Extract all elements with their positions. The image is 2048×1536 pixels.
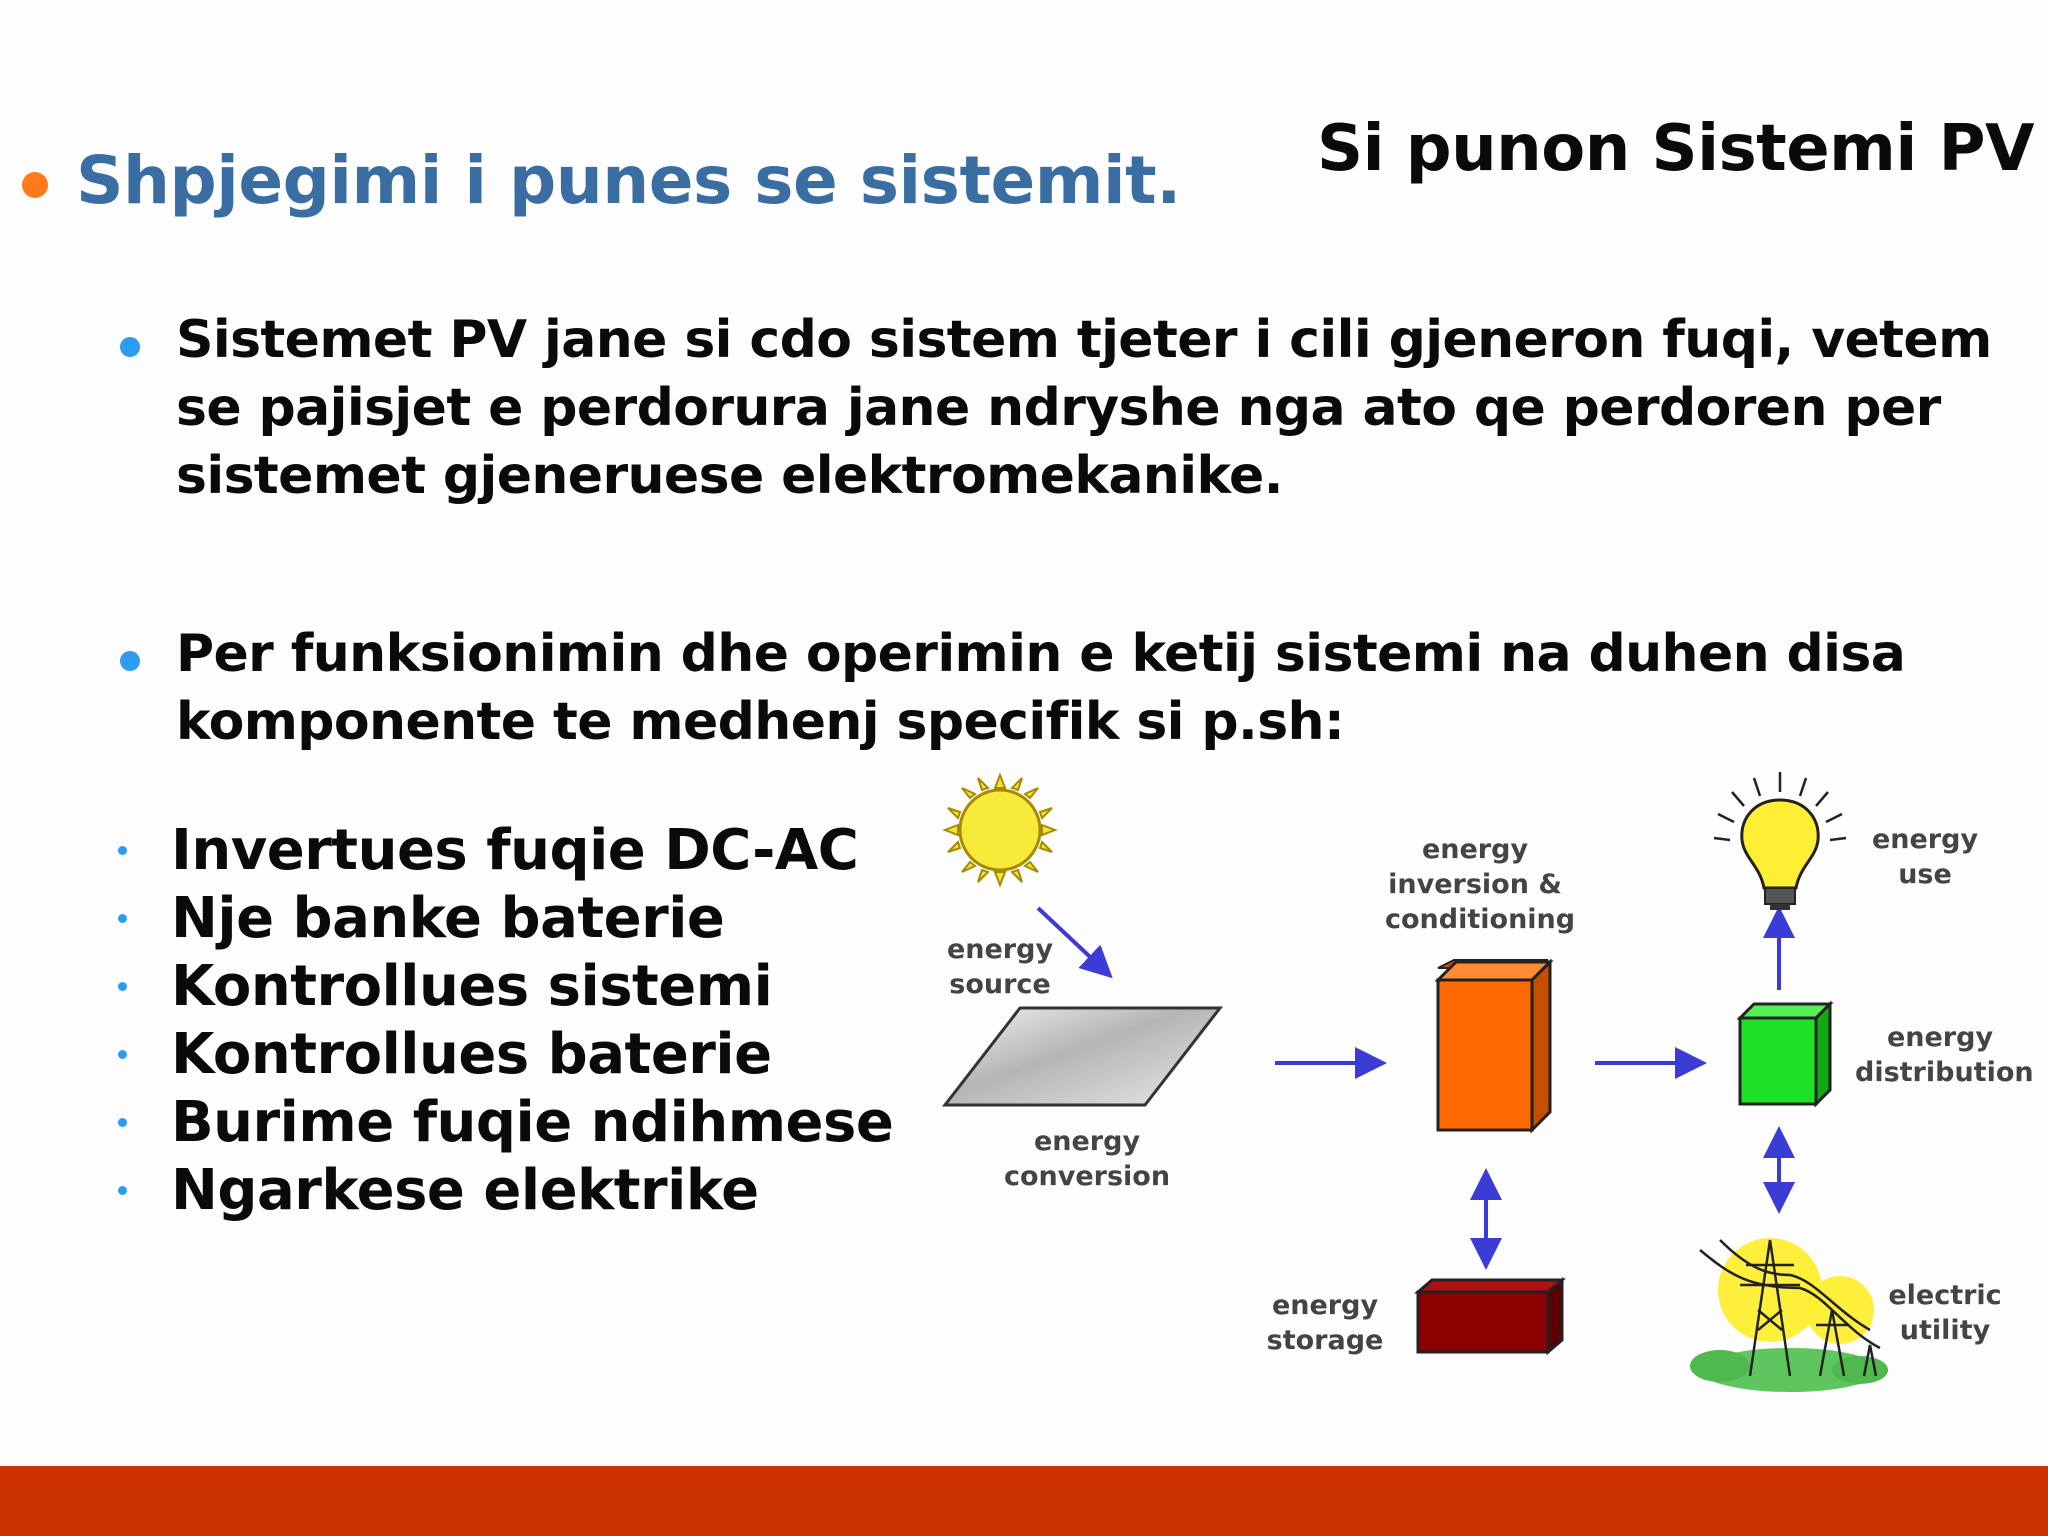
bullet-icon	[118, 913, 127, 923]
label-energy-conversion: energy conversion	[1003, 1126, 1171, 1192]
main-heading: Shpjegimi i punes se sistemit.	[22, 142, 1181, 219]
bullet-icon	[118, 1049, 127, 1059]
components-list: Invertues fuqie DC-AC Nje banke baterie …	[118, 816, 894, 1224]
label-energy-storage: energy storage	[1266, 1290, 1384, 1356]
list-item: Nje banke baterie	[118, 884, 893, 952]
inverter-box-icon	[1434, 958, 1554, 1134]
label-energy-source: energy source	[946, 934, 1054, 1000]
list-item-text: Ngarkese elektrike	[171, 1157, 759, 1223]
distribution-box-icon	[1736, 1000, 1834, 1108]
list-item: Burime fuqie ndihmese	[118, 1088, 894, 1156]
power-tower-icon	[1690, 1238, 1888, 1392]
light-bulb-icon	[1713, 772, 1847, 910]
paragraph-text: Per funksionimin dhe operimin e ketij si…	[176, 624, 1906, 752]
bullet-icon	[118, 845, 127, 855]
label-energy-use: energy use	[1871, 824, 1979, 890]
label-energy-inversion: energy inversion & conditioning	[1385, 834, 1576, 935]
label-energy-distribution: energy distribution	[1855, 1022, 2034, 1088]
battery-storage-icon	[1413, 1276, 1567, 1356]
bullet-icon	[118, 1117, 127, 1127]
solar-panel-icon	[941, 1006, 1224, 1107]
bullet-icon	[120, 651, 140, 671]
diagram-graphics	[941, 772, 1888, 1392]
paragraph-1: Sistemet PV jane si cdo sistem tjeter i …	[120, 306, 2000, 510]
heading-text: Shpjegimi i punes se sistemit.	[76, 142, 1181, 219]
list-item: Kontrollues baterie	[118, 1020, 893, 1088]
bullet-icon	[120, 337, 140, 357]
sun-icon	[942, 772, 1058, 888]
list-item-text: Invertues fuqie DC-AC	[171, 817, 859, 883]
bullet-icon	[118, 981, 127, 991]
slide-corner-title: Si punon Sistemi PV	[1316, 112, 2035, 186]
source-arrow-icon	[1036, 906, 1113, 979]
list-item: Invertues fuqie DC-AC	[118, 816, 893, 884]
bullet-icon	[118, 1185, 127, 1195]
list-item-text: Kontrollues baterie	[171, 1021, 772, 1087]
paragraph-text: Sistemet PV jane si cdo sistem tjeter i …	[176, 310, 1992, 506]
list-item-text: Burime fuqie ndihmese	[171, 1089, 894, 1155]
list-item: Kontrollues sistemi	[118, 952, 893, 1020]
pv-system-diagram: energy source energy conversion energy i…	[920, 770, 2040, 1410]
list-item-text: Kontrollues sistemi	[171, 953, 773, 1019]
paragraph-2: Per funksionimin dhe operimin e ketij si…	[120, 620, 2000, 756]
footer-bar	[0, 1466, 2048, 1536]
list-item: Ngarkese elektrike	[118, 1156, 893, 1224]
heading-bullet-icon	[22, 171, 48, 198]
label-electric-utility: electric utility	[1888, 1280, 2002, 1346]
list-item-text: Nje banke baterie	[171, 885, 725, 951]
